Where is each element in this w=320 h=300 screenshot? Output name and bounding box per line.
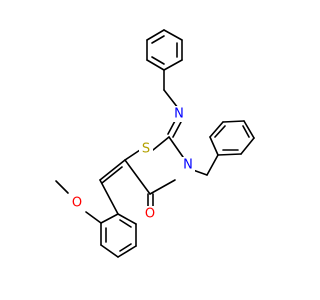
imine-double-bond-b xyxy=(172,121,182,138)
ring-n-to-ch2-bond xyxy=(192,169,208,176)
atom-label-ether-o: O xyxy=(70,195,84,211)
vinyl-to-ring-bond xyxy=(99,179,119,215)
svg-text:N: N xyxy=(183,158,193,173)
atom-label-imine-n: N xyxy=(172,106,186,122)
atom-label-ring-n: N xyxy=(181,157,195,173)
ether-o-to-methyl-bond xyxy=(55,180,69,194)
atom-label-carbonyl-o: O xyxy=(143,206,157,222)
thiazolidinone-ring xyxy=(124,136,184,195)
atom-label-sulfur: S xyxy=(139,141,153,157)
svg-text:O: O xyxy=(145,207,155,222)
ring-to-ether-o-bond xyxy=(85,211,102,224)
ch2-to-right-ring-bond xyxy=(206,154,219,176)
exocyclic-double-bond-b xyxy=(101,166,123,184)
molecule-structure: N N S O O xyxy=(55,29,255,258)
bottom-benzene-ring xyxy=(100,213,137,258)
svg-text:S: S xyxy=(142,142,150,157)
top-benzene-ring xyxy=(146,29,183,71)
exocyclic-double-bond-a xyxy=(99,159,126,181)
svg-text:O: O xyxy=(72,196,82,211)
svg-text:N: N xyxy=(174,107,184,122)
right-benzene-ring xyxy=(209,120,255,156)
ch2-to-imine-n-bond xyxy=(163,89,179,109)
